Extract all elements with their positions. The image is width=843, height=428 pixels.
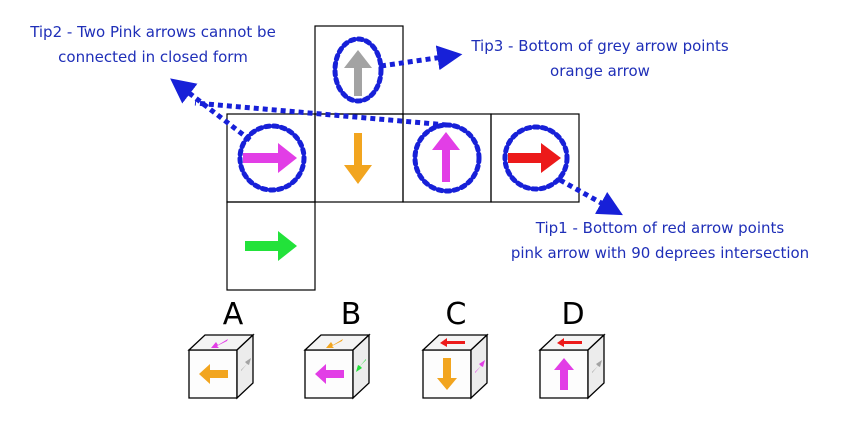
pink-arrow-right (243, 143, 297, 173)
green-arrow-right (245, 231, 297, 261)
orange-arrow-down (344, 133, 372, 184)
tip1-line1: Tip1 - Bottom of red arrow points (535, 219, 785, 237)
tip2-line2: connected in closed form (58, 48, 248, 66)
highlight-red (502, 124, 570, 192)
callout-arrows (170, 45, 623, 216)
option-c-cube[interactable] (421, 333, 489, 400)
option-a-cube[interactable] (187, 333, 255, 400)
cube-net (226, 25, 580, 291)
cube-c-side (470, 333, 488, 400)
option-labels: A B C D (223, 297, 585, 332)
option-c-label: C (446, 297, 467, 332)
net-arrows (243, 50, 561, 261)
highlight-pink-left (237, 123, 307, 193)
highlight-grey (332, 36, 384, 104)
cube-b-side-arrow (356, 359, 366, 372)
tip1-line2: pink arrow with 90 deprees intersection (511, 244, 809, 262)
net-face-bottom (226, 201, 316, 291)
cube-d-top-arrow (557, 338, 582, 347)
cube-b-front-arrow (315, 364, 344, 384)
red-arrow-right (508, 143, 561, 173)
cube-b-side (352, 333, 370, 400)
callout-tip2 (170, 78, 252, 142)
callout-tip1 (558, 177, 623, 216)
cube-c-side-arrow (475, 360, 485, 373)
cube-a-front-arrow (199, 364, 228, 384)
net-face-far-right (490, 113, 580, 203)
cube-d-side-arrow (592, 360, 602, 373)
option-a-label: A (223, 297, 244, 332)
grey-arrow-up (344, 50, 372, 96)
cube-c-top-arrow (440, 338, 465, 347)
cube-d-front-arrow (554, 358, 574, 390)
cube-a-side (236, 333, 254, 400)
option-d-label: D (561, 297, 584, 332)
callout-tip3 (380, 45, 463, 71)
cube-c-front-arrow (437, 358, 457, 390)
tip-texts: Tip2 - Two Pink arrows cannot be connect… (29, 23, 809, 262)
option-b-label: B (341, 297, 362, 332)
highlight-circles (237, 36, 570, 194)
tip2-line1: Tip2 - Two Pink arrows cannot be (29, 23, 276, 41)
callout-tip2-connector (194, 100, 448, 128)
cube-a-side-arrow (241, 358, 251, 371)
pink-arrow-up (432, 132, 460, 182)
option-b-cube[interactable] (303, 333, 371, 400)
cube-d-side (587, 333, 605, 400)
tip3-line1: Tip3 - Bottom of grey arrow points (470, 37, 729, 55)
cube-a-top-arrow (211, 339, 228, 348)
cube-b-top-arrow (326, 339, 343, 348)
tip3-line2: orange arrow (550, 62, 650, 80)
option-d-cube[interactable] (538, 333, 606, 400)
